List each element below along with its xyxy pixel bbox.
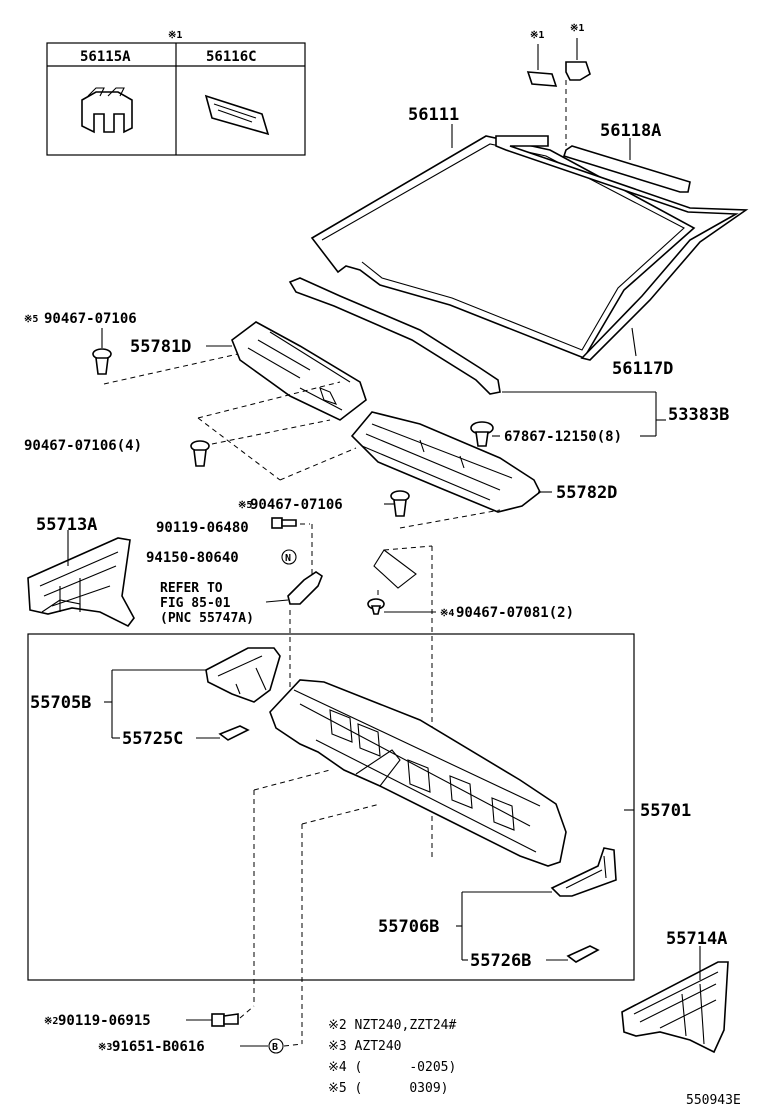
clip-small-left-drawing (526, 71, 558, 87)
inset-mark: ※1 (168, 30, 182, 41)
clip-90467-top-drawing (92, 348, 112, 375)
assembly-box-55701 (27, 633, 635, 981)
part-label-56117D: 56117D (612, 359, 673, 379)
part-label-55782D: 55782D (556, 483, 617, 503)
part-label-55726B: 55726B (470, 951, 531, 971)
note-line-2: ※2 NZT240,ZZT24# (328, 1018, 456, 1033)
part-label-55705B: 55705B (30, 693, 91, 713)
screw-90467-07081-drawing (367, 598, 385, 615)
part-label-90119-06915: 90119-06915 (58, 1013, 151, 1029)
cowl-vent-right-55782D-drawing (350, 411, 542, 513)
mark-91651: ※3 (98, 1042, 112, 1053)
part-label-55706B: 55706B (378, 917, 439, 937)
cowl-panel-55701-drawing (269, 679, 567, 867)
panel-55714A-drawing (621, 961, 729, 1054)
part-label-55701: 55701 (640, 801, 691, 821)
clip-67867-drawing (470, 421, 494, 447)
part-label-90467-07106-mid: 90467-07106 (250, 497, 343, 513)
part-label-55714A: 55714A (666, 929, 727, 949)
cowl-vent-left-55781D-drawing (231, 321, 367, 421)
pad-55726B-drawing (566, 945, 600, 963)
molding-56117D-drawing (495, 135, 749, 361)
seal-53383B-drawing (288, 277, 501, 395)
note-line-5: ※5 ( 0309) (328, 1081, 448, 1096)
part-label-56111: 56111 (408, 105, 459, 125)
clip-small-right-drawing (565, 61, 591, 81)
part-label-55725C: 55725C (122, 729, 183, 749)
bolt-90119-06915-drawing (211, 1013, 239, 1027)
part-label-90467-07081: 90467-07081(2) (456, 605, 574, 621)
part-label-56116C: 56116C (206, 49, 257, 65)
clip-marks: ※1 ※1 (526, 23, 591, 146)
note-line-4: ※4 ( -0205) (328, 1060, 456, 1075)
part-label-55713A: 55713A (36, 515, 97, 535)
refer-line-1: REFER TO (160, 581, 223, 596)
bracket-diamond-drawing (373, 549, 417, 589)
seal-56118A-drawing (562, 145, 691, 193)
mark-90467-081: ※4 (440, 608, 454, 619)
bracket-55706B-drawing (550, 847, 617, 897)
panel-55713A-drawing (27, 537, 135, 628)
part-label-56118A: 56118A (600, 121, 661, 141)
part-label-55781D: 55781D (130, 337, 191, 357)
bolt-90119-06480-drawing (271, 517, 297, 529)
mark-90467-mid: ※5 (238, 500, 252, 511)
clip-90467-mid-drawing (390, 490, 410, 517)
n-mark: N (285, 553, 291, 564)
bracket-55705B-drawing (205, 647, 281, 703)
applicability-notes: ※2 NZT240,ZZT24# ※3 AZT240 ※4 ( -0205) ※… (328, 1018, 456, 1096)
diagram-id: 550943E (686, 1093, 741, 1108)
part-label-90119-06480: 90119-06480 (156, 520, 249, 536)
clip-56116C-drawing (204, 94, 270, 136)
part-label-91651-B0616: 91651-B0616 (112, 1039, 205, 1055)
part-label-67867: 67867-12150(8) (504, 429, 622, 445)
b-mark: B (272, 1042, 278, 1053)
inset-box: ※1 56115A 56116C (46, 30, 306, 156)
mark-90467-top: ※5 (24, 314, 38, 325)
part-label-56115A: 56115A (80, 49, 131, 65)
clip-56115A-drawing (81, 87, 133, 134)
part-label-90467-07106-4: 90467-07106(4) (24, 438, 142, 454)
part-label-90467-07106-top: 90467-07106 (44, 311, 137, 327)
bracket-55747A-drawing (287, 571, 323, 605)
clip-mark-2: ※1 (570, 23, 584, 34)
refer-line-2: FIG 85-01 (160, 596, 231, 611)
pad-55725C-drawing (218, 725, 250, 741)
clip-90467-4-drawing (190, 440, 210, 467)
clip-mark-1: ※1 (530, 30, 544, 41)
refer-line-3: (PNC 55747A) (160, 611, 254, 626)
mark-90119-06915: ※2 (44, 1016, 58, 1027)
note-line-3: ※3 AZT240 (328, 1039, 402, 1054)
part-label-94150-80640: 94150-80640 (146, 550, 239, 566)
part-label-53383B: 53383B (668, 405, 729, 425)
